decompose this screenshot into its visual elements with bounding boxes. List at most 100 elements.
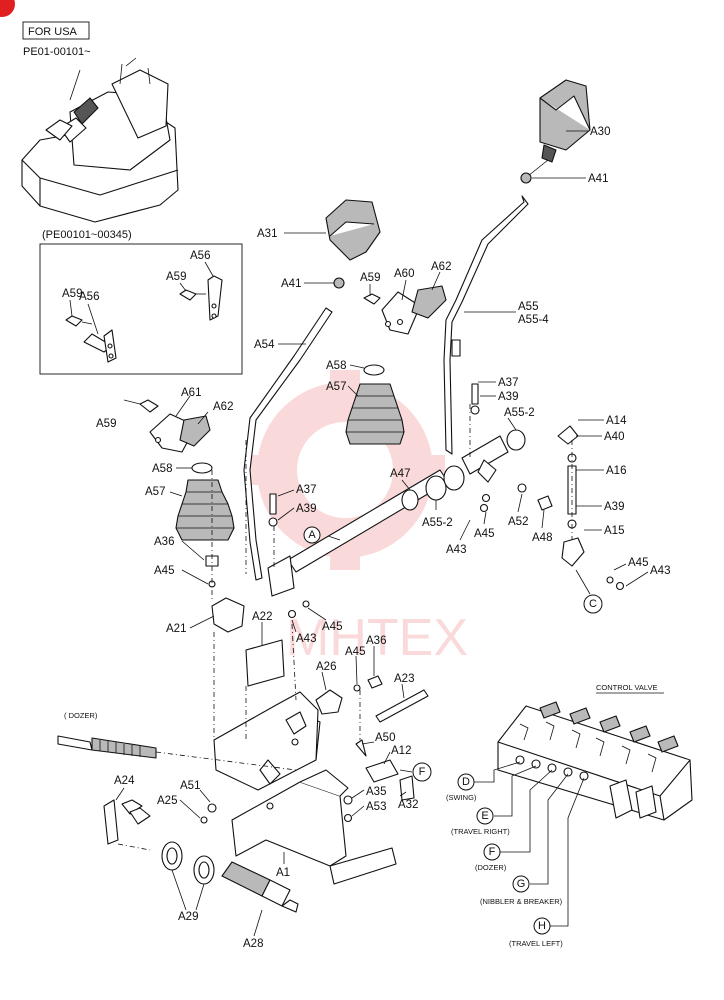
svg-text:G: G: [517, 878, 526, 890]
label-a43-low: A43: [296, 633, 316, 645]
label-a31: A31: [257, 228, 277, 240]
control-valve-title: CONTROL VALVE: [596, 683, 658, 692]
label-a45-far: A45: [628, 557, 648, 569]
label-a39-far: A39: [604, 501, 624, 513]
label-a36-left: A36: [154, 536, 174, 548]
label-a61: A61: [181, 387, 201, 399]
valve-port-e-label: (TRAVEL RIGHT): [451, 827, 510, 836]
label-a58-mid: A58: [326, 360, 346, 372]
label-a45-low: A45: [322, 621, 342, 633]
valve-port-h: H (TRAVEL LEFT): [509, 917, 563, 948]
label-a25: A25: [157, 795, 177, 807]
label-a53: A53: [366, 801, 386, 813]
label-a55-4: A55-4: [518, 314, 549, 326]
label-a29: A29: [178, 911, 198, 923]
label-inset-a56-left: A56: [79, 291, 99, 303]
label-a36-right: A36: [366, 635, 386, 647]
label-a57-mid: A57: [326, 381, 346, 393]
hardware-parts: [103, 383, 625, 845]
valve-port-g-label: (NIBBLER & BREAKER): [480, 897, 563, 906]
inset-title: (PE00101~00345): [42, 229, 132, 241]
region-label: FOR USA: [28, 26, 78, 38]
label-a39-right: A39: [498, 391, 518, 403]
valve-port-e: E (TRAVEL RIGHT): [451, 807, 510, 836]
label-a59-mid: A59: [360, 272, 380, 284]
label-a50: A50: [375, 732, 395, 744]
label-a12: A12: [391, 745, 411, 757]
svg-text:F: F: [419, 766, 426, 778]
valve-port-h-label: (TRAVEL LEFT): [509, 939, 563, 948]
label-inset-a59-right: A59: [166, 271, 186, 283]
boot-left: [175, 462, 235, 541]
label-a58-left: A58: [152, 463, 172, 475]
control-valve: CONTROL VALVE: [497, 683, 693, 821]
corner-marker: [0, 0, 15, 17]
label-a41-left: A41: [281, 278, 301, 290]
svg-text:C: C: [589, 598, 597, 610]
label-a55-2-top: A55-2: [504, 407, 535, 419]
label-a37-left: A37: [296, 484, 316, 496]
label-a54: A54: [254, 339, 275, 351]
valve-port-g: G (NIBBLER & BREAKER): [480, 875, 563, 906]
label-a45-left: A45: [154, 565, 174, 577]
label-a55: A55: [518, 301, 538, 313]
label-a51: A51: [180, 780, 200, 792]
base-frame: [213, 691, 397, 885]
label-a45-lower: A45: [345, 646, 365, 658]
label-a24: A24: [114, 775, 135, 787]
label-a57-left: A57: [145, 486, 165, 498]
label-a55-2-bottom: A55-2: [422, 517, 453, 529]
pivot-shaft: [267, 429, 526, 597]
label-a15: A15: [604, 525, 624, 537]
label-a23: A23: [394, 673, 414, 685]
callout-f-main: F: [412, 762, 432, 782]
dozer-cable: [57, 735, 297, 771]
label-a45-mid: A45: [474, 528, 494, 540]
label-a40: A40: [604, 431, 624, 443]
svg-text:E: E: [481, 810, 488, 822]
label-a39-left: A39: [296, 503, 316, 515]
region-box: [22, 21, 90, 40]
svg-text:D: D: [462, 776, 470, 788]
svg-text:H: H: [538, 920, 546, 932]
label-a32: A32: [398, 799, 418, 811]
valve-port-f-label: (DOZER): [475, 863, 507, 872]
operator-seat-illustration: [21, 57, 179, 223]
callout-a: A: [303, 526, 321, 544]
label-dozer-cable: ( DOZER): [64, 711, 98, 720]
label-a21: A21: [166, 623, 186, 635]
inset-early-serial: (PE00101~00345): [39, 229, 243, 375]
valve-port-f: F (DOZER): [475, 843, 507, 872]
watermark-text: MHTEX: [286, 609, 468, 667]
valve-port-d-label: (SWING): [446, 793, 477, 802]
label-a22: A22: [252, 611, 272, 623]
label-a14: A14: [606, 415, 627, 427]
label-a62-mid: A62: [431, 261, 451, 273]
leader-lines: [115, 130, 649, 937]
label-a48: A48: [532, 532, 552, 544]
label-inset-a59-left: A59: [62, 288, 82, 300]
label-inset-a56-right: A56: [190, 250, 210, 262]
serial-range: PE01-00101~: [23, 46, 91, 58]
valve-port-d: D (SWING): [446, 773, 477, 802]
callout-c: C: [583, 594, 603, 614]
svg-text:F: F: [489, 846, 496, 858]
pedal-bracket-left: [139, 399, 211, 453]
label-a43-mid: A43: [446, 544, 466, 556]
pedal-bracket-right: [363, 285, 447, 335]
label-a62-left: A62: [213, 401, 233, 413]
valve-port-lines: [474, 761, 585, 927]
boot-right: [345, 364, 405, 445]
label-a47: A47: [390, 468, 410, 480]
label-a30: A30: [590, 126, 610, 138]
label-a1: A1: [276, 867, 290, 879]
svg-text:A: A: [308, 529, 316, 541]
label-a60: A60: [394, 268, 414, 280]
alignment-lines: [117, 404, 573, 851]
left-control-lever: [243, 199, 381, 581]
label-a16: A16: [606, 465, 626, 477]
label-a43-far: A43: [650, 565, 670, 577]
label-a26: A26: [316, 661, 336, 673]
label-a52: A52: [508, 516, 528, 528]
